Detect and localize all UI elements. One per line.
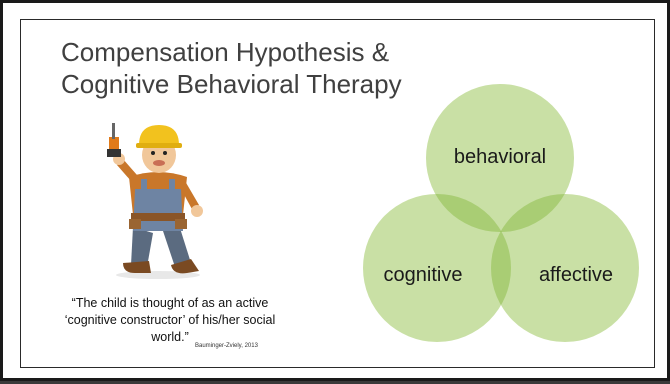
venn-circle-cognitive: [363, 194, 511, 342]
slide-title: Compensation Hypothesis & Cognitive Beha…: [61, 36, 491, 100]
venn-label-cognitive: cognitive: [384, 264, 463, 286]
venn-circle-affective: [491, 194, 639, 342]
title-line-2: Cognitive Behavioral Therapy: [61, 69, 402, 99]
title-line-1: Compensation Hypothesis &: [61, 37, 390, 67]
citation: Bauminger-Zviely, 2013: [195, 343, 258, 349]
venn-label-affective: affective: [539, 264, 613, 286]
construction-worker-icon: [107, 123, 203, 279]
quote-text: “The child is thought of as an active ‘c…: [64, 296, 276, 344]
venn-label-behavioral: behavioral: [454, 146, 546, 168]
slide-frame: [20, 19, 655, 368]
venn-diagram: behavioral cognitive affective: [363, 84, 639, 342]
venn-circle-behavioral: [426, 84, 574, 232]
